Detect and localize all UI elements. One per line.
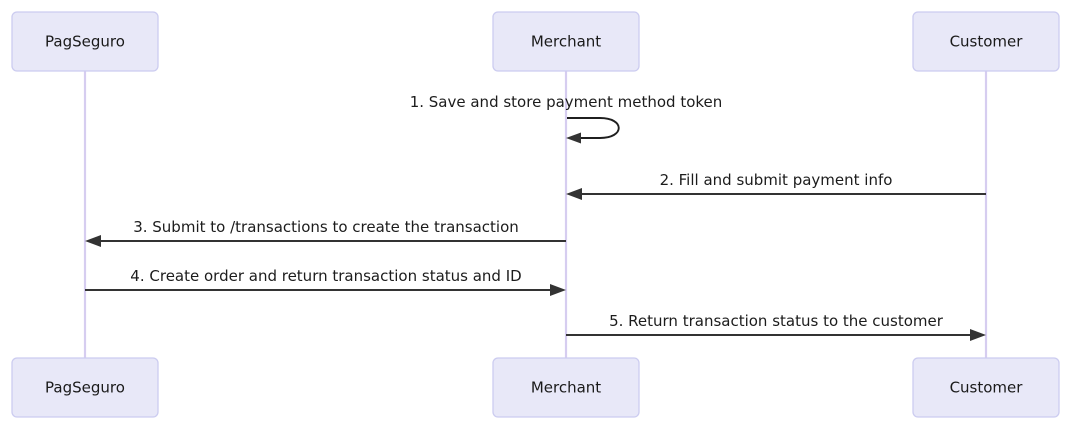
message-5-merchant-to-customer[interactable]: 5. Return transaction status to the cust…: [566, 312, 986, 341]
participant-box-pagseguro-bottom[interactable]: [11, 357, 159, 418]
message-2-label: 2. Fill and submit payment info: [660, 171, 893, 189]
participant-footer-customer[interactable]: Customer: [912, 357, 1060, 418]
participant-label-merchant: Merchant: [531, 33, 601, 51]
message-2-customer-to-merchant[interactable]: 2. Fill and submit payment info: [566, 171, 986, 200]
participant-box-customer-bottom[interactable]: [912, 357, 1060, 418]
participant-box-merchant-bottom[interactable]: [492, 357, 640, 418]
participant-label-pagseguro-bottom: PagSeguro: [45, 379, 125, 397]
message-4-arrowhead: [550, 284, 566, 296]
message-3-label: 3. Submit to /transactions to create the…: [133, 218, 519, 236]
message-2-arrowhead: [566, 188, 582, 200]
participant-label-merchant-bottom: Merchant: [531, 379, 601, 397]
participant-label-pagseguro: PagSeguro: [45, 33, 125, 51]
participant-footer-pagseguro[interactable]: PagSeguro: [11, 357, 159, 418]
message-1-loop-path: [567, 117, 620, 139]
participant-header-customer[interactable]: Customer: [912, 11, 1060, 72]
message-5-label: 5. Return transaction status to the cust…: [609, 312, 944, 330]
message-4-pagseguro-to-merchant[interactable]: 4. Create order and return transaction s…: [85, 267, 566, 296]
participant-header-merchant[interactable]: Merchant: [492, 11, 640, 72]
message-5-arrowhead: [970, 329, 986, 341]
participant-label-customer: Customer: [950, 33, 1024, 51]
participant-box-pagseguro[interactable]: [11, 11, 159, 72]
participant-box-merchant[interactable]: [492, 11, 640, 72]
participant-box-customer[interactable]: [912, 11, 1060, 72]
participant-label-customer-bottom: Customer: [950, 379, 1024, 397]
message-1-self-loop[interactable]: 1. Save and store payment method token: [410, 93, 723, 144]
lifelines-layer: [83, 71, 988, 358]
message-4-label: 4. Create order and return transaction s…: [130, 267, 521, 285]
message-1-label: 1. Save and store payment method token: [410, 93, 723, 111]
message-3-merchant-to-pagseguro[interactable]: 3. Submit to /transactions to create the…: [85, 218, 566, 247]
message-3-arrowhead: [85, 235, 101, 247]
participant-header-pagseguro[interactable]: PagSeguro: [11, 11, 159, 72]
participant-footer-merchant[interactable]: Merchant: [492, 357, 640, 418]
message-1-arrowhead: [566, 132, 581, 144]
